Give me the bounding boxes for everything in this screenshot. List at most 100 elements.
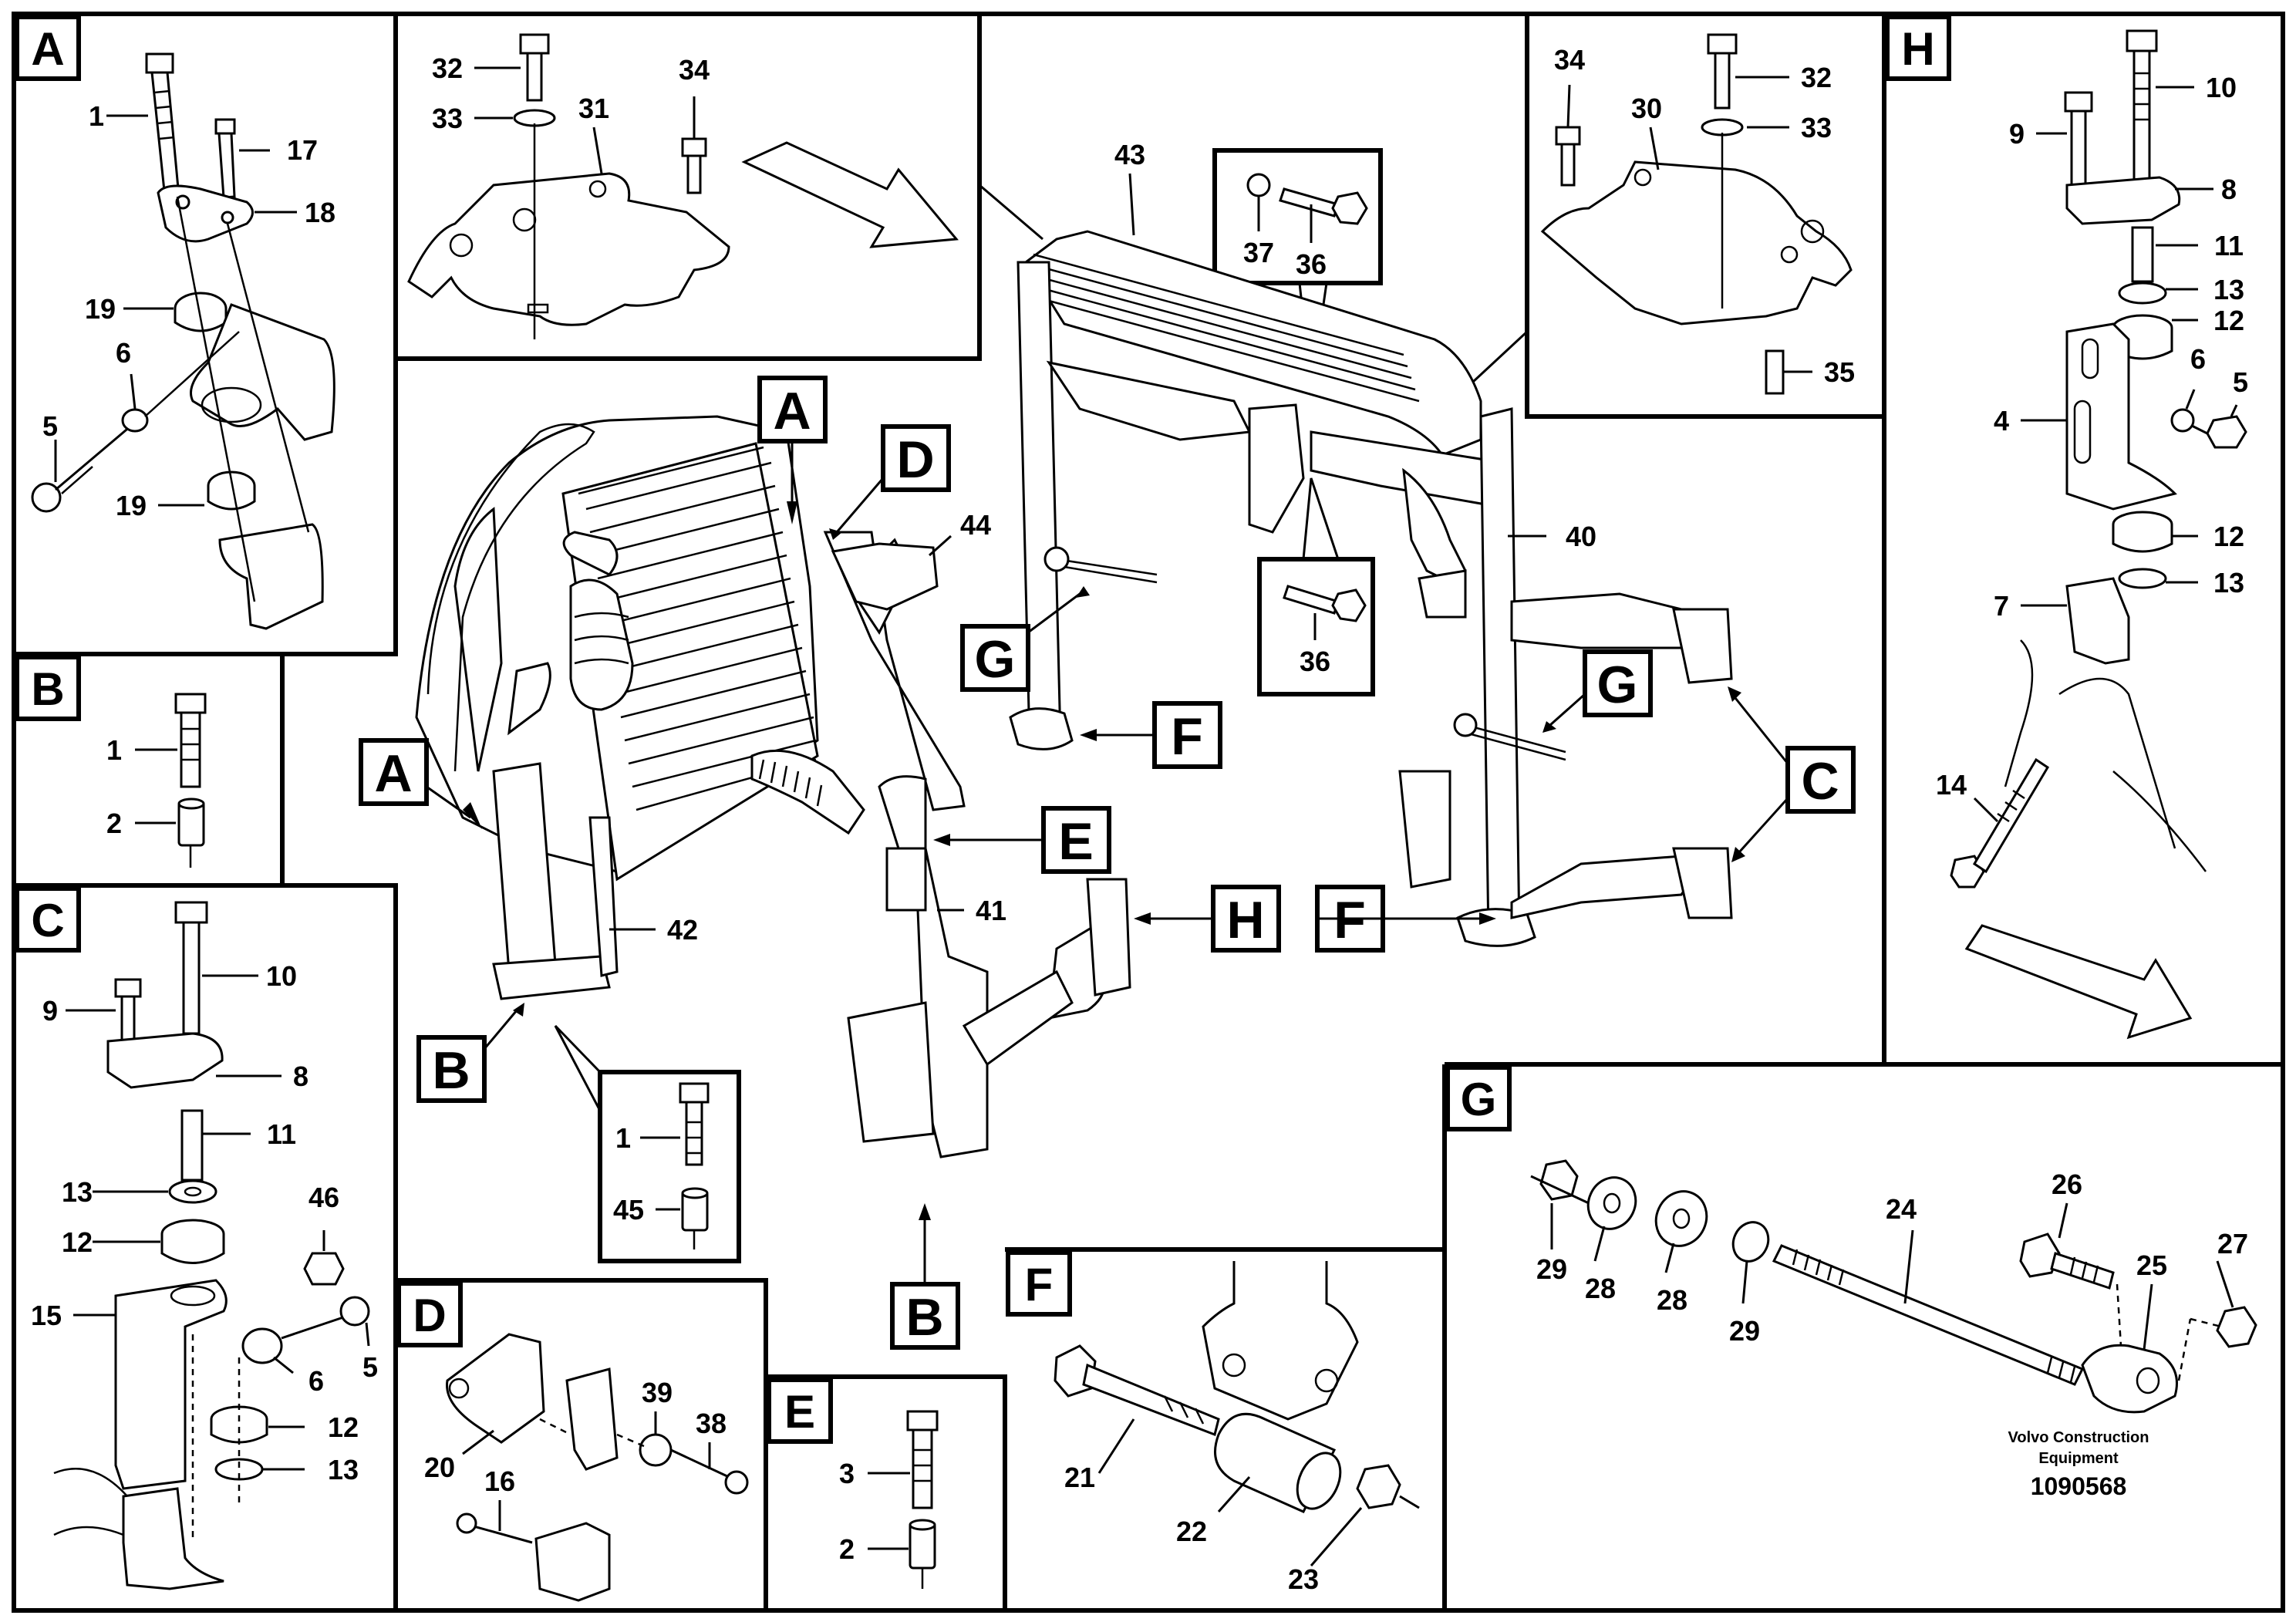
callout-label: 22 xyxy=(1176,1516,1207,1547)
callout-label: 13 xyxy=(2213,567,2244,599)
panel-h-labels: 10 9 8 11 13 12 6 5 4 12 13 7 14 xyxy=(1936,72,2248,1040)
direction-arrow xyxy=(741,141,959,248)
callout-label: 43 xyxy=(1114,139,1145,170)
callout-badge-b: B xyxy=(432,1041,470,1100)
company-line-2: Equipment xyxy=(2038,1450,2119,1467)
callout-label: 3 xyxy=(839,1458,855,1489)
callout-label: 36 xyxy=(1300,646,1330,677)
callout-label: 32 xyxy=(1801,62,1832,93)
panel-c-labels: 9 10 8 11 13 12 46 5 6 15 12 13 xyxy=(31,960,378,1485)
callout-label: 19 xyxy=(116,490,147,521)
callout-label: 12 xyxy=(62,1226,93,1258)
inset-36-labels: 36 xyxy=(1300,646,1330,677)
callout-label: 1 xyxy=(106,734,122,766)
callout-label: 15 xyxy=(31,1300,62,1331)
inset-pointer xyxy=(979,184,1043,241)
panel-g-labels: 24 26 27 29 28 28 29 25 xyxy=(1536,1168,2248,1347)
company-line-1: Volvo Construction xyxy=(2008,1429,2149,1446)
top-right-inset-frame xyxy=(1525,14,1884,419)
callout-label: 17 xyxy=(287,134,318,166)
callout-label: 34 xyxy=(1554,44,1585,76)
panel-f-labels: 21 22 23 xyxy=(1064,1462,1319,1595)
inset-pointer xyxy=(554,1024,602,1111)
callout-label: 38 xyxy=(696,1408,727,1439)
callout-label: 29 xyxy=(1729,1315,1760,1347)
callout-label: 28 xyxy=(1585,1273,1616,1304)
callout-label: 7 xyxy=(1994,590,2009,622)
panel-a-drawing xyxy=(31,52,335,630)
callout-label: 12 xyxy=(2213,521,2244,552)
panel-f-drawing xyxy=(1054,1261,1420,1566)
direction-arrow xyxy=(1964,924,2193,1040)
panel-f-letter: F xyxy=(1025,1259,1054,1310)
callout-label: 33 xyxy=(432,103,463,134)
panel-e-drawing xyxy=(868,1410,939,1589)
inset-45-labels: 1 45 xyxy=(613,1122,644,1226)
top-right-inset-drawing xyxy=(1540,33,1853,395)
callout-label: 11 xyxy=(267,1118,296,1150)
callout-label: 4 xyxy=(1994,405,2009,437)
callout-badge-c: C xyxy=(1801,752,1839,811)
callout-label: 20 xyxy=(424,1452,455,1483)
callout-label: 10 xyxy=(266,960,297,992)
callout-label: 1 xyxy=(615,1122,631,1154)
callout-label: 14 xyxy=(1936,769,1967,801)
panel-g-letter: G xyxy=(1461,1074,1497,1125)
inset-45-drawing xyxy=(640,1082,710,1249)
callout-label: 18 xyxy=(305,197,335,228)
inset-37-frame xyxy=(1212,148,1383,285)
callout-label: 42 xyxy=(667,914,698,946)
callout-label: 29 xyxy=(1536,1253,1567,1285)
inset-pointer xyxy=(1302,477,1340,560)
callout-badge-d: D xyxy=(896,430,934,489)
callout-badge-e: E xyxy=(1058,812,1093,871)
callout-label: 46 xyxy=(308,1182,339,1213)
callout-label: 2 xyxy=(106,808,122,839)
callout-badge-f: F xyxy=(1171,707,1203,766)
panel-c-frame xyxy=(14,883,398,1610)
panel-d-labels: 39 38 20 16 xyxy=(424,1377,727,1497)
inset-37-drawing xyxy=(1246,173,1368,243)
callout-label: 12 xyxy=(328,1411,359,1443)
callout-badge-a: A xyxy=(374,744,412,803)
panel-b-letter: B xyxy=(31,663,64,715)
panel-b-labels: 1 2 xyxy=(106,734,122,839)
callout-label: 12 xyxy=(2213,305,2244,336)
main-callout-badges: A A D G G F F E xyxy=(359,376,1856,1350)
callout-label: 25 xyxy=(2136,1249,2167,1281)
callout-label: 37 xyxy=(1243,237,1274,268)
callout-label: 36 xyxy=(1296,248,1327,280)
callout-label: 10 xyxy=(2206,72,2237,103)
inset-36-drawing xyxy=(1283,585,1367,640)
panel-d-drawing xyxy=(446,1333,749,1602)
top-left-inset-frame xyxy=(396,14,982,361)
callout-label: 21 xyxy=(1064,1462,1095,1493)
callout-badge-h: H xyxy=(1226,891,1264,949)
callout-badge-a: A xyxy=(773,382,811,440)
callout-label: 11 xyxy=(2214,230,2244,261)
callout-label: 19 xyxy=(85,293,116,325)
panel-d-letter: D xyxy=(413,1290,446,1341)
callout-badge-g: G xyxy=(1597,656,1638,714)
panel-a-frame xyxy=(14,14,398,656)
panel-c-drawing xyxy=(53,901,370,1590)
callout-label: 27 xyxy=(2217,1228,2248,1259)
callout-label: 13 xyxy=(2213,274,2244,305)
top-left-inset-drawing xyxy=(407,33,959,339)
callout-badge-g: G xyxy=(975,630,1016,689)
callout-label: 39 xyxy=(642,1377,673,1408)
drawing-number: 1090568 xyxy=(2031,1472,2127,1500)
callout-label: 32 xyxy=(432,52,463,84)
main-assembly-drawing xyxy=(415,173,1733,1158)
panel-a-letter: A xyxy=(31,23,64,75)
callout-label: 31 xyxy=(578,93,609,124)
panel-letter-badges: A B C D E F G H xyxy=(15,15,1951,1444)
callout-label: 5 xyxy=(2233,366,2248,398)
callout-label: 9 xyxy=(2009,118,2025,150)
callout-label: 41 xyxy=(976,895,1006,926)
callout-label: 33 xyxy=(1801,112,1832,143)
top-left-inset-labels: 32 34 33 31 xyxy=(432,52,710,134)
callout-label: 23 xyxy=(1288,1563,1319,1595)
